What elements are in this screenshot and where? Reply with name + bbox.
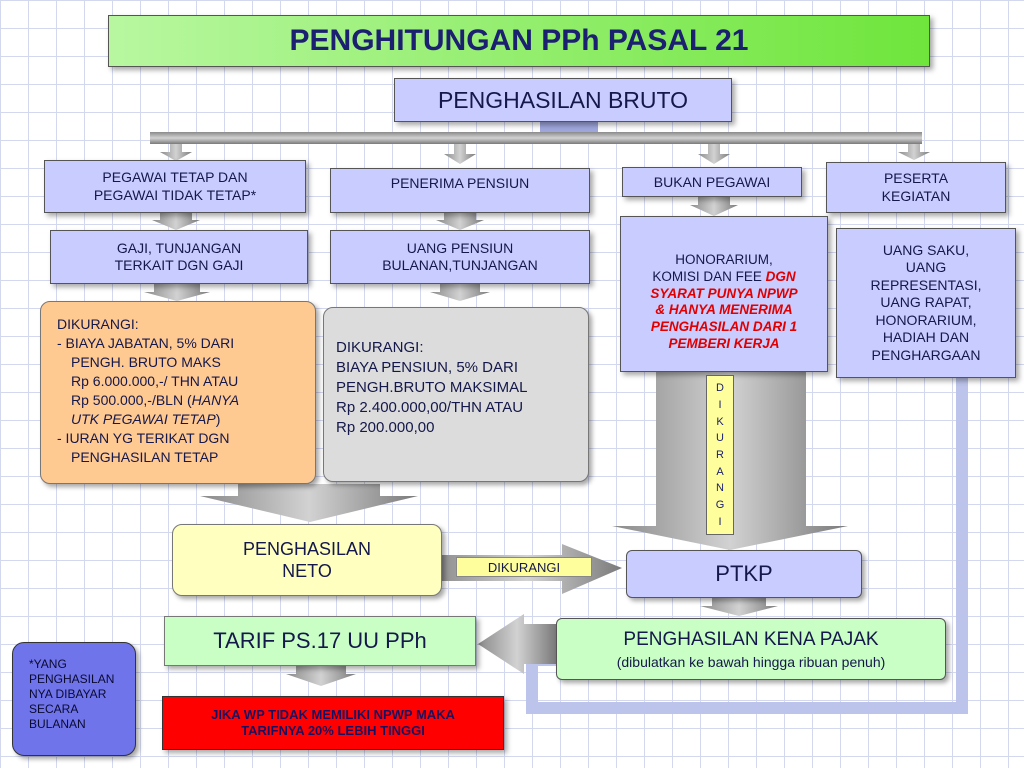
ptkp-text: PTKP: [715, 561, 773, 586]
income-saku: UANG SAKU, UANG REPRESENTASI, UANG RAPAT…: [836, 228, 1016, 378]
arrow-to-bukan: [698, 144, 730, 164]
category-bukan-label: BUKAN PEGAWAI: [653, 174, 771, 190]
arrow-gaji-dikurangi: [144, 284, 210, 301]
deduction-tetap: DIKURANGI: - BIAYA JABATAN, 5% DARI PENG…: [40, 301, 316, 484]
bruto-text: PENGHASILAN BRUTO: [437, 86, 689, 113]
dikurangi-letter: I: [718, 398, 722, 411]
category-tetap-label: PEGAWAI TETAP DAN PEGAWAI TIDAK TETAP*: [93, 169, 257, 203]
deduction-tetap-line5-end: ): [215, 411, 221, 427]
arrow-tetap-gaji: [152, 213, 200, 230]
income-honor: HONORARIUM, KOMISI DAN FEE DGN SYARAT PU…: [620, 216, 828, 372]
tree-bar: [150, 132, 922, 144]
arrow-to-tetap: [160, 144, 192, 161]
dikurangi-letter: A: [716, 465, 724, 478]
pkp-subtitle: (dibulatkan ke bawah hingga ribuan penuh…: [616, 653, 886, 670]
pkp-title: PENGHASILAN KENA PAJAK: [623, 628, 879, 650]
dikurangi-letter: G: [715, 498, 725, 511]
bruto-stem: [540, 122, 598, 132]
category-pensiun-label: PENERIMA PENSIUN: [390, 175, 530, 191]
page-title-text: PENGHITUNGAN PPh PASAL 21: [289, 24, 749, 57]
dikurangi-label-box: DIKURANGI: [456, 557, 592, 577]
deduction-tetap-line4-italic: HANYA: [191, 392, 240, 408]
deduction-pensiun: DIKURANGI: BIAYA PENSIUN, 5% DARI PENGH.…: [323, 307, 589, 482]
deduction-tetap-line7: PENGHASILAN TETAP: [71, 449, 219, 465]
tarif-text: TARIF PS.17 UU PPh: [213, 628, 427, 653]
arrow-pkp-tarif: [478, 614, 556, 674]
arrow-tarif-npwp: [286, 666, 356, 686]
arrow-ptkp-pkp: [700, 598, 778, 616]
dikurangi-letter: U: [716, 432, 724, 445]
income-honor-condition: DGN SYARAT PUNYA NPWP & HANYA MENERIMA P…: [650, 268, 798, 352]
dikurangi-letter: N: [716, 482, 724, 495]
npwp-box: JIKA WP TIDAK MEMILIKI NPWP MAKA TARIFNY…: [162, 696, 504, 750]
income-honor-label: HONORARIUM, KOMISI DAN FEE: [652, 251, 773, 284]
tarif-box: TARIF PS.17 UU PPh: [164, 616, 476, 666]
page-title: PENGHITUNGAN PPh PASAL 21: [108, 15, 930, 67]
income-gaji: GAJI, TUNJANGAN TERKAIT DGN GAJI: [50, 230, 308, 284]
dikurangi-letter: R: [716, 448, 724, 461]
arrow-to-peserta: [898, 144, 930, 160]
arrow-bukan-honor: [690, 197, 738, 216]
dikurangi-letter: I: [718, 515, 722, 528]
deduction-tetap-line2: PENGH. BRUTO MAKS: [71, 354, 221, 370]
arrow-pensiun-uang: [436, 213, 484, 230]
category-tetap: PEGAWAI TETAP DAN PEGAWAI TIDAK TETAP*: [44, 160, 306, 213]
dikurangi-vertical: D I K U R A N G I: [706, 375, 734, 535]
deduction-tetap-line6: - IURAN YG TERIKAT DGN: [57, 430, 230, 446]
dikurangi-label: DIKURANGI: [487, 559, 561, 575]
deduction-tetap-heading: DIKURANGI:: [57, 316, 139, 332]
dikurangi-letter: D: [716, 382, 724, 395]
category-pensiun: PENERIMA PENSIUN: [330, 168, 590, 213]
note-text: *YANG PENGHASILAN NYA DIBAYAR SECARA BUL…: [29, 657, 115, 731]
deduction-tetap-line4: Rp 500.000,-/BLN (: [71, 392, 192, 408]
category-peserta: PESERTA KEGIATAN: [826, 162, 1006, 213]
note-box: *YANG PENGHASILAN NYA DIBAYAR SECARA BUL…: [12, 642, 136, 756]
income-pensiun-label: UANG PENSIUN BULANAN,TUNJANGAN: [382, 239, 538, 274]
income-pensiun: UANG PENSIUN BULANAN,TUNJANGAN: [330, 230, 590, 284]
category-peserta-label: PESERTA KEGIATAN: [881, 170, 951, 204]
arrow-to-pensiun: [444, 144, 476, 164]
dikurangi-letter: K: [716, 415, 724, 428]
arrow-uang-dikurangi: [430, 284, 490, 301]
deduction-tetap-line1: - BIAYA JABATAN, 5% DARI: [57, 335, 235, 351]
income-gaji-label: GAJI, TUNJANGAN TERKAIT DGN GAJI: [114, 239, 244, 274]
deduction-pensiun-text: DIKURANGI: BIAYA PENSIUN, 5% DARI PENGH.…: [336, 339, 528, 436]
arrow-to-neto: [200, 484, 418, 522]
deduction-tetap-line5: UTK PEGAWAI TETAP: [71, 411, 216, 427]
category-bukan: BUKAN PEGAWAI: [622, 167, 802, 197]
deduction-tetap-line3: Rp 6.000.000,-/ THN ATAU: [71, 373, 239, 389]
income-saku-label: UANG SAKU, UANG REPRESENTASI, UANG RAPAT…: [870, 241, 982, 363]
bruto-box: PENGHASILAN BRUTO: [394, 78, 732, 122]
neto-text: PENGHASILAN NETO: [242, 538, 372, 582]
npwp-text: JIKA WP TIDAK MEMILIKI NPWP MAKA TARIFNY…: [211, 706, 455, 738]
pkp-box: PENGHASILAN KENA PAJAK (dibulatkan ke ba…: [556, 618, 946, 680]
ptkp-box: PTKP: [626, 550, 862, 598]
neto-box: PENGHASILAN NETO: [172, 524, 442, 596]
